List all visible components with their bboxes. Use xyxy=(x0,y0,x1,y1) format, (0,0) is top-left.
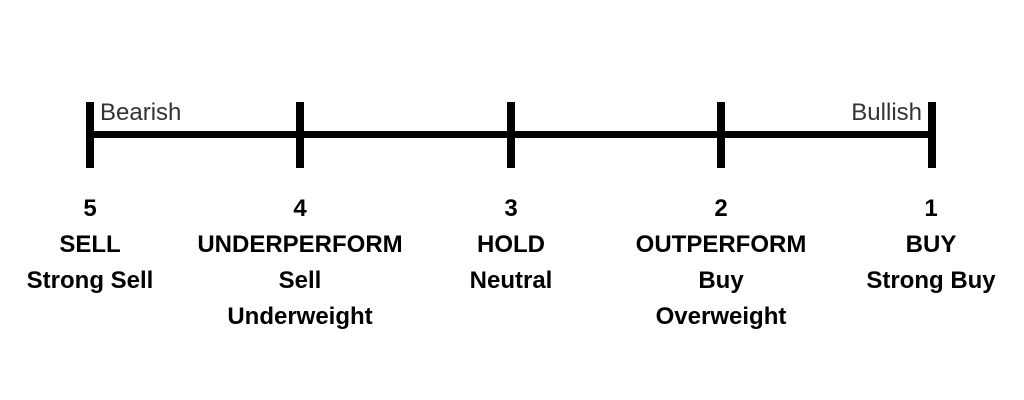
bullish-label: Bullish xyxy=(851,99,922,126)
rating-primary-label: SELL xyxy=(59,231,121,258)
rating-primary-label: BUY xyxy=(905,231,957,258)
rating-3: 3 HOLD Neutral xyxy=(391,191,631,299)
rating-primary-label: OUTPERFORM xyxy=(635,231,807,258)
rating-number: 1 xyxy=(924,195,938,222)
rating-tertiary-label: Underweight xyxy=(227,303,373,330)
bearish-label: Bearish xyxy=(100,99,182,126)
rating-4: 4 UNDERPERFORM Sell Underweight xyxy=(180,191,420,335)
rating-secondary-label: Sell xyxy=(278,267,322,294)
tick-mark xyxy=(296,102,304,168)
tick-mark xyxy=(928,102,936,168)
rating-number: 5 xyxy=(83,195,97,222)
rating-1: 1 BUY Strong Buy xyxy=(811,191,1024,299)
rating-5: 5 SELL Strong Sell xyxy=(0,191,210,299)
rating-primary-label: HOLD xyxy=(477,231,545,258)
rating-secondary-label: Buy xyxy=(698,267,744,294)
rating-tertiary-label: Overweight xyxy=(655,303,787,330)
tick-mark xyxy=(717,102,725,168)
tick-mark xyxy=(86,102,94,168)
tick-mark xyxy=(507,102,515,168)
rating-number: 2 xyxy=(714,195,728,222)
rating-primary-label: UNDERPERFORM xyxy=(197,231,403,258)
rating-secondary-label: Strong Buy xyxy=(866,267,996,294)
rating-2: 2 OUTPERFORM Buy Overweight xyxy=(601,191,841,335)
rating-secondary-label: Neutral xyxy=(469,267,553,294)
rating-number: 4 xyxy=(293,195,307,222)
rating-secondary-label: Strong Sell xyxy=(26,267,154,294)
rating-number: 3 xyxy=(504,195,518,222)
